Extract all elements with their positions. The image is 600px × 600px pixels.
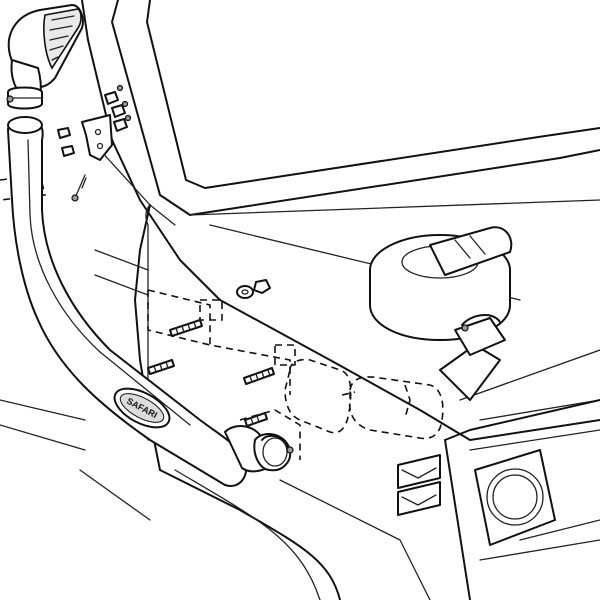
screw-head: [71, 194, 79, 202]
screw-2: [61, 145, 75, 157]
pillar-bolts: [104, 84, 132, 132]
nut: [253, 279, 271, 294]
pillar-bracket: [81, 114, 113, 161]
front-panel-4: [519, 519, 600, 541]
mount-bracket-outline-upper: [147, 289, 291, 395]
outlet-clamp: [261, 434, 289, 449]
screw-thread: [81, 177, 87, 189]
bay-line: [459, 349, 600, 401]
outlet-clamp-screw: [286, 446, 294, 454]
windshield-inner: [146, 0, 600, 189]
self-tapping-screw: [74, 174, 86, 199]
duct-connector-1: [341, 391, 356, 396]
wheel-arch-inner: [174, 469, 321, 600]
body-line-1: [94, 249, 149, 271]
bracket-hole-2: [96, 142, 104, 150]
door-seam: [145, 204, 151, 441]
stud-4: [244, 412, 268, 427]
front-panel: [444, 439, 471, 600]
intake-hole-outline: [284, 358, 352, 434]
hood-front-edge: [444, 399, 600, 441]
template-box-2: [274, 344, 296, 366]
mount-bracket-outline-lower: [147, 290, 211, 346]
fasteners: [57, 84, 275, 427]
indicator-chevron-2: [401, 494, 437, 506]
indicator-lamp-lower: [397, 481, 441, 516]
washer-hole: [241, 289, 249, 295]
headlight-lens: [486, 468, 544, 526]
front-panel-3: [469, 429, 600, 451]
door-line-1: [0, 399, 86, 421]
hose-clamp-screw: [461, 324, 469, 332]
washer: [236, 285, 254, 299]
air-filter-inlet: [429, 226, 513, 276]
windshield-frame: [111, 0, 600, 216]
airbox-duct-outline: [348, 376, 444, 440]
stud-2: [147, 359, 175, 375]
snorkel-contour: [27, 139, 191, 426]
cowl-line: [99, 149, 176, 226]
snorkel-logo-badge: SAFARI: [113, 387, 171, 429]
air-filter-hose: [439, 344, 501, 401]
fender-top: [159, 229, 600, 441]
air-ram-vent-slats: [49, 15, 75, 61]
stud-1: [169, 319, 203, 337]
air-ram-head: [6, 4, 84, 110]
template-box-1: [199, 299, 223, 321]
snorkel-tube-rim: [7, 116, 43, 134]
indicator-lamp-upper: [397, 454, 441, 489]
stud-3: [243, 367, 275, 385]
headlight-housing: [474, 449, 556, 546]
duct-connector-2: [404, 384, 411, 419]
front-panel-5: [479, 539, 600, 561]
bracket-hole-1: [94, 128, 102, 136]
outlet-hose-opening: [262, 437, 288, 467]
front-panel-2: [479, 399, 600, 421]
indicator-chevron-1: [401, 467, 437, 479]
door-line-2: [0, 424, 86, 451]
air-ram-vent: [43, 8, 82, 70]
inlet-ribs: [454, 235, 486, 259]
lower-fender: [279, 479, 431, 600]
hose-clamp-airbox: [461, 314, 501, 326]
air-ram-clamp-screw: [6, 95, 14, 103]
headlight-lens-inner: [492, 474, 538, 520]
outlet-hose: [253, 433, 292, 472]
door-line-3: [79, 469, 151, 521]
body-line-2: [94, 274, 149, 296]
air-filter-housing: [369, 226, 513, 401]
snorkel: SAFARI: [7, 116, 294, 487]
wheel-arch: [159, 469, 341, 600]
hood-line-1: [189, 199, 600, 216]
screw-1: [57, 127, 71, 139]
